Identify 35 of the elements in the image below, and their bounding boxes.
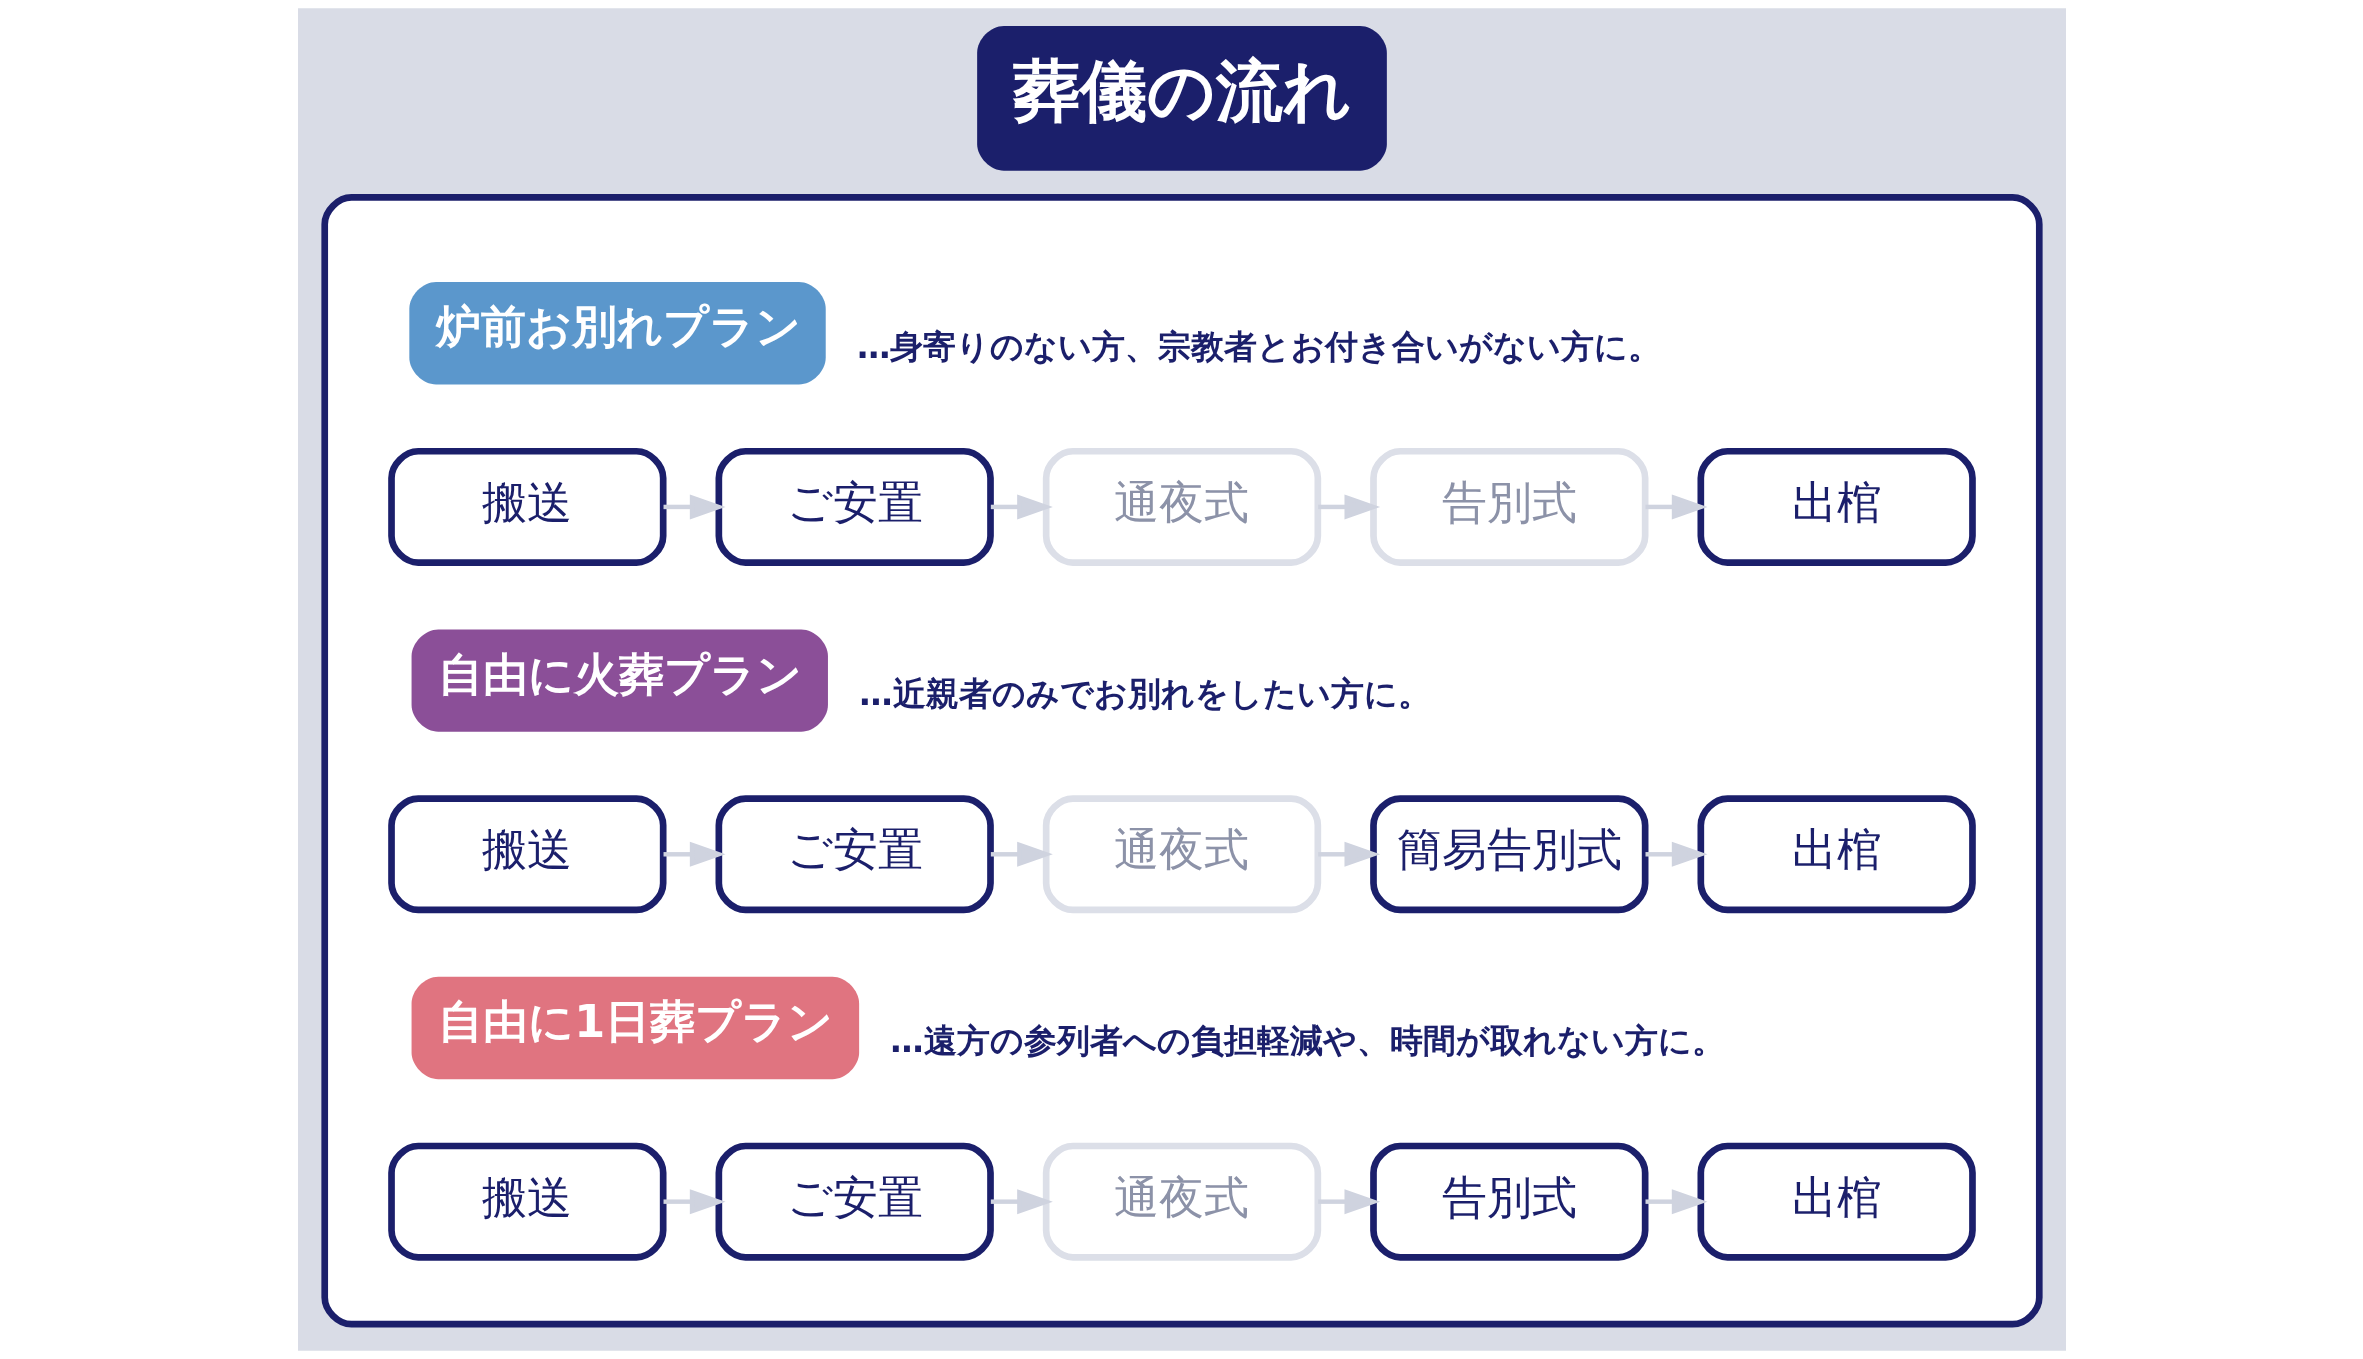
node-box: 出棺 <box>1697 1142 1976 1261</box>
diagram-title: 葬儀の流れ <box>1012 51 1352 130</box>
arrow <box>1645 494 1707 520</box>
node-label: …遠方の参列者への負担軽減や、時間が取れない方に。 <box>889 1021 1725 1061</box>
node-box: 出棺 <box>1697 447 1976 566</box>
node-box: 搬送 <box>387 447 666 566</box>
arrow <box>663 494 725 520</box>
arrow <box>990 841 1053 867</box>
arrow <box>1317 841 1380 867</box>
node-label: …近親者のみでお別れをしたい方に。 <box>858 674 1431 714</box>
node-box: 通夜式 <box>1042 1142 1321 1261</box>
node-box: ご安置 <box>715 795 994 914</box>
node-box: 通夜式 <box>1042 447 1321 566</box>
node-box: 自由に火葬プラン <box>411 629 828 732</box>
arrow <box>990 1189 1053 1215</box>
node-box: ご安置 <box>715 447 994 566</box>
node-box: 自由に1日葬プラン <box>411 976 859 1080</box>
node-box: 炉前お別れプラン <box>408 282 826 385</box>
node-box: 告別式 <box>1369 1142 1648 1261</box>
cluster <box>320 194 2043 1328</box>
arrow <box>663 841 725 867</box>
node-box: ご安置 <box>715 1142 994 1261</box>
node-box: 通夜式 <box>1042 795 1321 914</box>
node-box: 告別式 <box>1369 447 1648 566</box>
node-box: 簡易告別式 <box>1369 795 1648 914</box>
node-box: 搬送 <box>387 1142 666 1261</box>
node-label: …身寄りのない方、宗教者とお付き合いがない方に。 <box>856 326 1661 366</box>
arrow <box>663 1189 725 1215</box>
arrow <box>1317 494 1380 520</box>
arrow <box>1317 1189 1380 1215</box>
arrow <box>1645 1189 1707 1215</box>
node-box: 出棺 <box>1697 795 1976 914</box>
arrow <box>990 494 1053 520</box>
node-box: 搬送 <box>387 795 666 914</box>
arrow <box>1645 841 1707 867</box>
